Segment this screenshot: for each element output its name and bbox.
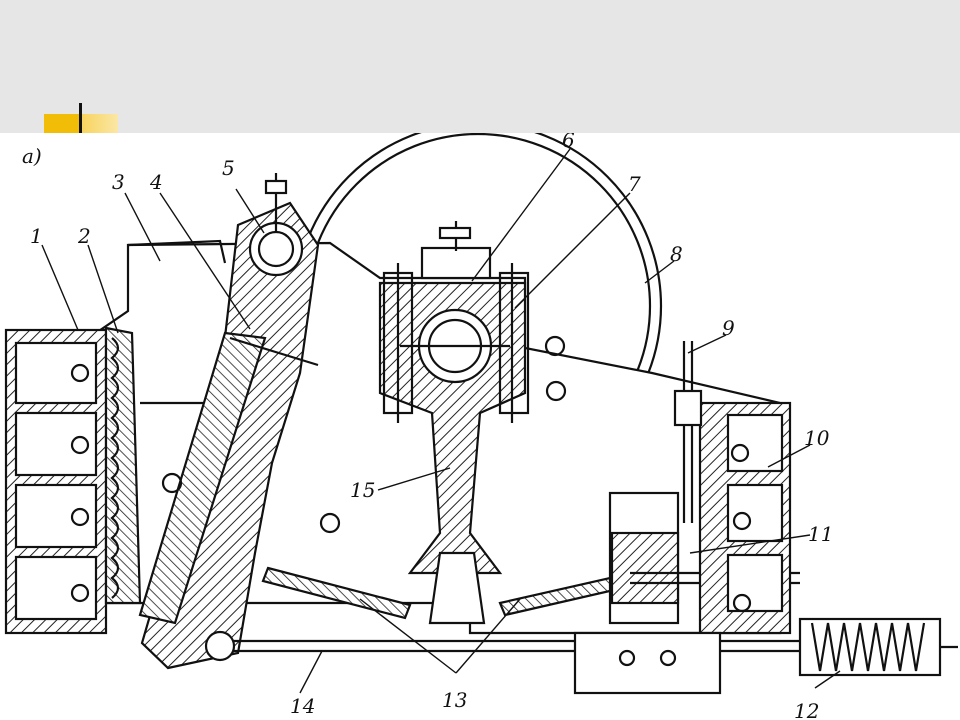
- callout-14: 14: [290, 694, 315, 718]
- callout-4: 4: [149, 170, 163, 194]
- frame-cheek-top: [127, 239, 227, 264]
- swing-jaw-liner: [138, 331, 267, 625]
- callout-5: 5: [222, 156, 235, 180]
- base-bolt-1: [618, 649, 636, 667]
- callout-3: 3: [112, 170, 125, 194]
- frame-hole-4: [544, 335, 566, 357]
- panel-label: а): [22, 144, 42, 168]
- title-accent-bar: [79, 103, 82, 133]
- callout-10: 10: [804, 426, 830, 450]
- rod-base: [428, 551, 486, 625]
- title-accent-block: [44, 114, 118, 133]
- callout-12: 12: [794, 699, 819, 720]
- adjusting-screw: [673, 341, 703, 523]
- tension-spring: [798, 617, 958, 677]
- frame-hole-2: [319, 512, 341, 534]
- callout-2: 2: [77, 224, 91, 248]
- slide-header-band: [0, 0, 960, 133]
- callout-9: 9: [722, 316, 735, 340]
- frame-hole-3: [545, 380, 567, 402]
- jaw-crusher-drawing: а) 1 2 3 4 5 6 7 8 9 10 11 12 13 14 15: [4, 133, 958, 720]
- callout-15: 15: [350, 478, 375, 502]
- accent-block-right: [80, 114, 118, 133]
- callout-11: 11: [808, 522, 833, 546]
- base-bolt-2: [659, 649, 677, 667]
- leader-lines: [41, 148, 841, 694]
- left-end-wall: [4, 328, 108, 635]
- accent-block-left: [44, 114, 80, 133]
- callout-8: 8: [670, 242, 683, 266]
- callout-6: 6: [562, 133, 575, 152]
- jaw-bolt: [229, 336, 319, 367]
- toggle-plate-left: [261, 566, 412, 620]
- suspension-shaft: [248, 173, 304, 277]
- callout-13: 13: [442, 688, 467, 712]
- frame-hole-1: [161, 472, 183, 494]
- callout-1: 1: [30, 224, 43, 248]
- callout-7: 7: [628, 172, 641, 196]
- base-block: [573, 631, 722, 695]
- eccentric-bearing: [382, 221, 530, 423]
- right-end-wall: [698, 401, 792, 635]
- fixed-jaw-teeth: [110, 337, 120, 599]
